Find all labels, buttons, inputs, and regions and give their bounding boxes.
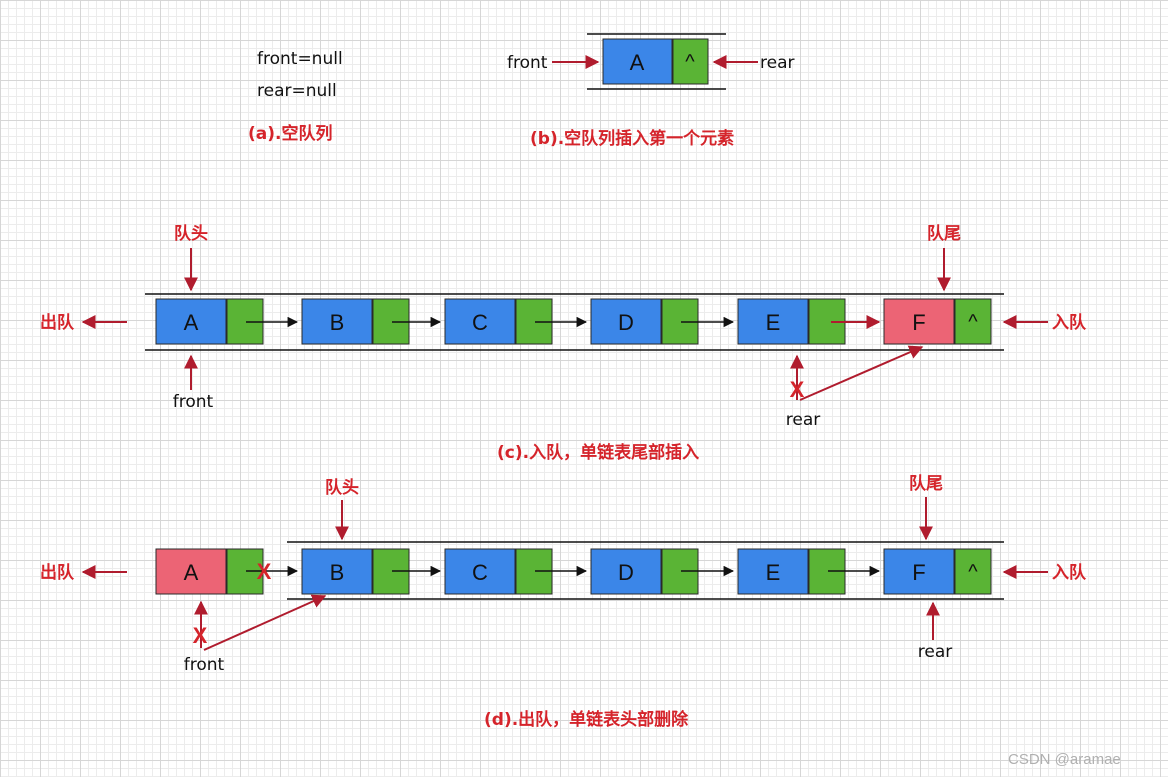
queue-head-label: 队头 — [174, 223, 208, 244]
panel-c: A B C D E F ^ 队头 队尾 出队 入队 f — [40, 223, 1087, 463]
node-d-value: D — [618, 560, 634, 585]
rear-label: rear — [786, 410, 820, 430]
rear-label: rear — [760, 53, 794, 73]
node-b-data — [301, 548, 373, 595]
node-e-value: E — [766, 560, 781, 585]
node-e-data — [737, 298, 809, 345]
node-c-data — [444, 298, 516, 345]
caption-b: (b).空队列插入第一个元素 — [530, 128, 734, 149]
caption-d: (d).出队，单链表头部删除 — [484, 709, 689, 730]
queue-tail-label: 队尾 — [927, 223, 961, 244]
rear-old-cancel-x: X — [790, 377, 805, 402]
panel-b: A ^ front rear (b).空队列插入第一个元素 — [507, 33, 794, 149]
rear-null-text: rear=null — [257, 81, 337, 101]
front-label: front — [173, 392, 214, 412]
node-a-next — [672, 38, 709, 85]
dequeue-label: 出队 — [40, 562, 75, 583]
node-a-value: A — [630, 50, 645, 75]
node-d-data — [590, 548, 662, 595]
node-d-value: D — [618, 310, 634, 335]
node-a-data-removed — [155, 548, 227, 595]
node-f-data-new — [883, 298, 955, 345]
rear-label: rear — [918, 642, 952, 662]
enqueue-label: 入队 — [1052, 562, 1087, 583]
node-b-value: B — [330, 560, 345, 585]
node-c-data — [444, 548, 516, 595]
null-pointer-symbol: ^ — [685, 51, 695, 73]
front-null-text: front=null — [257, 49, 343, 69]
panel-a: front=null rear=null (a).空队列 — [248, 49, 343, 144]
panel-d: A X B C D E F ^ 队头 队尾 出队 入队 — [40, 473, 1087, 730]
node-b-data — [301, 298, 373, 345]
node-a-value: A — [184, 560, 199, 585]
node-c-value: C — [472, 310, 488, 335]
front-new-arrow — [203, 594, 327, 651]
link-cancel-x: X — [257, 559, 272, 584]
rear-new-arrow — [799, 345, 924, 401]
node-f-value: F — [912, 560, 925, 585]
node-c-value: C — [472, 560, 488, 585]
queue-head-label: 队头 — [325, 477, 359, 498]
node-f-data — [883, 548, 955, 595]
node-a-value: A — [184, 310, 199, 335]
node-d-data — [590, 298, 662, 345]
node-e-data — [737, 548, 809, 595]
null-pointer-symbol: ^ — [968, 311, 978, 333]
node-b-value: B — [330, 310, 345, 335]
node-a-data — [602, 38, 673, 85]
node-e-value: E — [766, 310, 781, 335]
enqueue-label: 入队 — [1052, 312, 1087, 333]
node-f-next — [954, 298, 992, 345]
node-f-value: F — [912, 310, 925, 335]
node-a-data — [155, 298, 227, 345]
front-label: front — [507, 53, 548, 73]
dequeue-label: 出队 — [40, 312, 75, 333]
caption-a: (a).空队列 — [248, 123, 332, 144]
front-old-cancel-x: X — [193, 623, 208, 648]
node-f-next — [954, 548, 992, 595]
front-label: front — [184, 655, 225, 675]
caption-c: (c).入队，单链表尾部插入 — [497, 442, 699, 463]
null-pointer-symbol: ^ — [968, 561, 978, 583]
watermark: CSDN @aramae — [1008, 751, 1121, 768]
queue-tail-label: 队尾 — [909, 473, 943, 494]
